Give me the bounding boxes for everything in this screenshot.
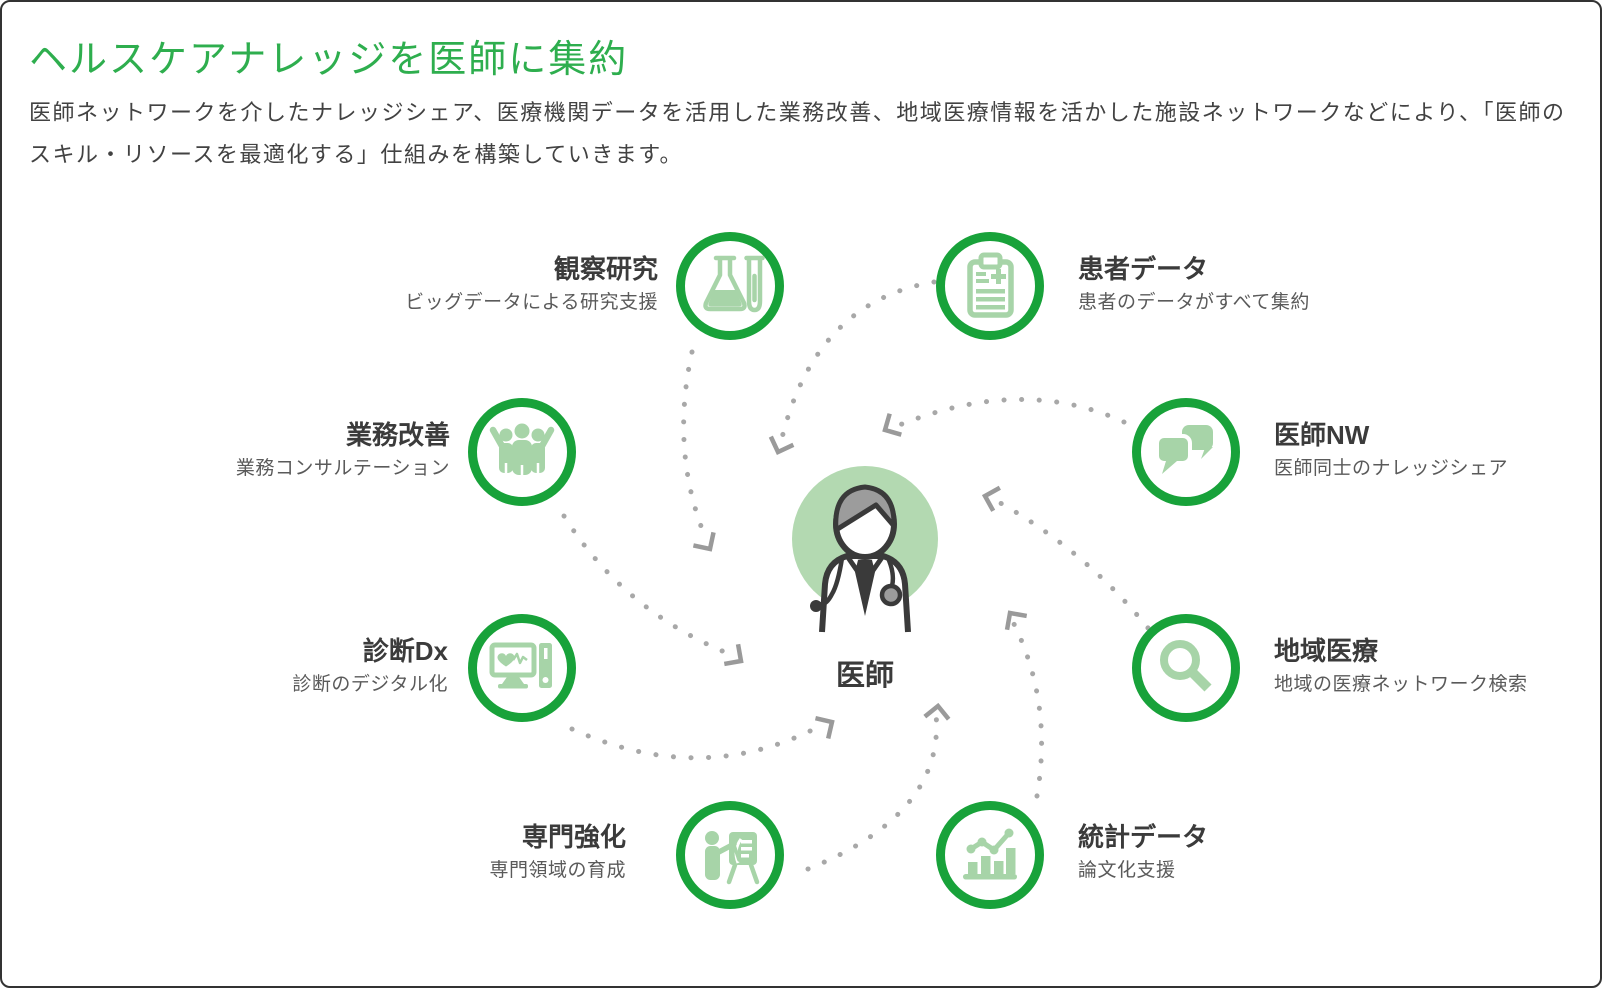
chat-bubbles-icon bbox=[1155, 425, 1213, 474]
node-subtitle: 診断のデジタル化 bbox=[292, 674, 448, 695]
node-subtitle: ビッグデータによる研究支援 bbox=[405, 292, 658, 313]
node-subtitle: 論文化支援 bbox=[1078, 860, 1176, 881]
page-description: 医師ネットワークを介したナレッジシェア、医療機関データを活用した業務改善、地域医… bbox=[29, 100, 1566, 167]
node-subtitle: 地域の医療ネットワーク検索 bbox=[1274, 674, 1528, 695]
node-title: 専門強化 bbox=[521, 822, 626, 852]
node-circle-gyomu bbox=[468, 398, 576, 506]
center-doctor-label: 医師 bbox=[835, 660, 894, 692]
node-label-kanja: 患者データ 患者のデータがすべて集約 bbox=[1078, 254, 1310, 315]
node-title: 医師NW bbox=[1274, 420, 1370, 450]
node-circle-senmon bbox=[676, 801, 784, 909]
node-label-senmon: 専門強化 専門領域の育成 bbox=[489, 822, 626, 883]
node-subtitle: 患者のデータがすべて集約 bbox=[1078, 292, 1310, 313]
node-circle-chiiki bbox=[1132, 614, 1240, 722]
chart-icon bbox=[963, 828, 1017, 880]
doctor-icon bbox=[792, 466, 938, 633]
node-title: 業務改善 bbox=[345, 420, 450, 450]
training-icon bbox=[705, 831, 760, 885]
clipboard-icon bbox=[967, 252, 1014, 318]
node-label-tokei: 統計データ 論文化支援 bbox=[1078, 822, 1208, 883]
search-icon bbox=[1160, 640, 1212, 692]
node-label-shindan: 診断Dx 診断のデジタル化 bbox=[292, 636, 448, 697]
node-circle-ishinw bbox=[1132, 398, 1240, 506]
node-title: 観察研究 bbox=[553, 254, 658, 284]
node-subtitle: 業務コンサルテーション bbox=[235, 458, 450, 479]
node-title: 統計データ bbox=[1078, 822, 1209, 852]
node-label-chiiki: 地域医療 地域の医療ネットワーク検索 bbox=[1274, 636, 1528, 697]
node-circle-kanja bbox=[936, 232, 1044, 340]
node-circle-tokei bbox=[936, 801, 1044, 909]
node-title: 地域医療 bbox=[1274, 636, 1379, 666]
node-circle-shindan bbox=[468, 614, 576, 722]
team-icon bbox=[489, 423, 555, 475]
node-subtitle: 専門領域の育成 bbox=[489, 860, 626, 881]
flask-icon bbox=[703, 255, 765, 313]
node-label-kansatsu: 観察研究 ビッグデータによる研究支援 bbox=[405, 254, 658, 315]
node-title: 診断Dx bbox=[362, 636, 448, 666]
page-title: ヘルスケアナレッジを医師に集約 bbox=[29, 39, 629, 81]
node-subtitle: 医師同士のナレッジシェア bbox=[1274, 458, 1509, 479]
node-label-gyomu: 業務改善 業務コンサルテーション bbox=[236, 420, 450, 481]
node-label-ishinw: 医師NW 医師同士のナレッジシェア bbox=[1274, 420, 1508, 481]
computer-icon bbox=[489, 642, 552, 689]
node-circle-kansatsu bbox=[676, 232, 784, 340]
node-title: 患者データ bbox=[1078, 254, 1209, 284]
